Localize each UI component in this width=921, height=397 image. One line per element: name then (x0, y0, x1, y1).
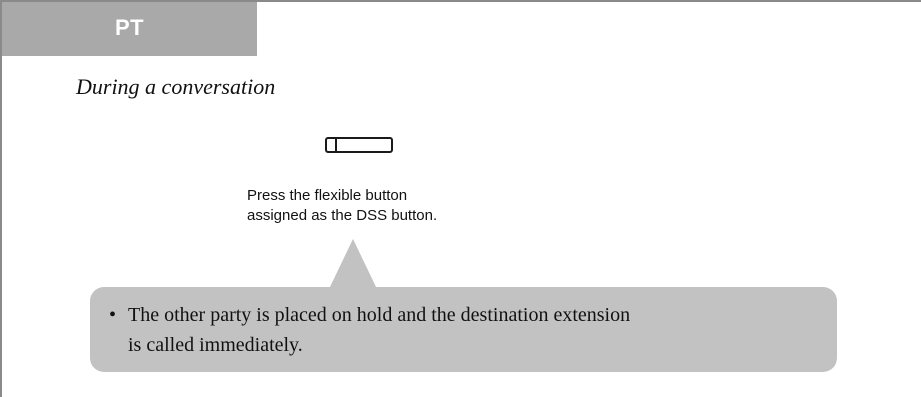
note-callout (90, 287, 837, 372)
note-text-line-2: is called immediately. (128, 334, 303, 356)
step-instruction: Press the flexible button assigned as th… (247, 186, 437, 226)
note-text-line-1: The other party is placed on hold and th… (128, 304, 631, 326)
frame-top-border (0, 0, 921, 2)
button-led-indicator (335, 139, 337, 151)
instruction-line-1: Press the flexible button (247, 187, 408, 204)
section-tab: PT (2, 2, 257, 56)
note-text: The other party is placed on hold and th… (128, 300, 828, 360)
flexible-button-icon (325, 137, 393, 153)
frame-left-border (0, 0, 2, 397)
instruction-line-2: assigned as the DSS button. (247, 207, 438, 224)
section-heading: During a conversation (76, 74, 276, 99)
tab-label: PT (115, 15, 145, 40)
callout-pointer (329, 239, 377, 289)
note-bullet: • (109, 304, 117, 326)
